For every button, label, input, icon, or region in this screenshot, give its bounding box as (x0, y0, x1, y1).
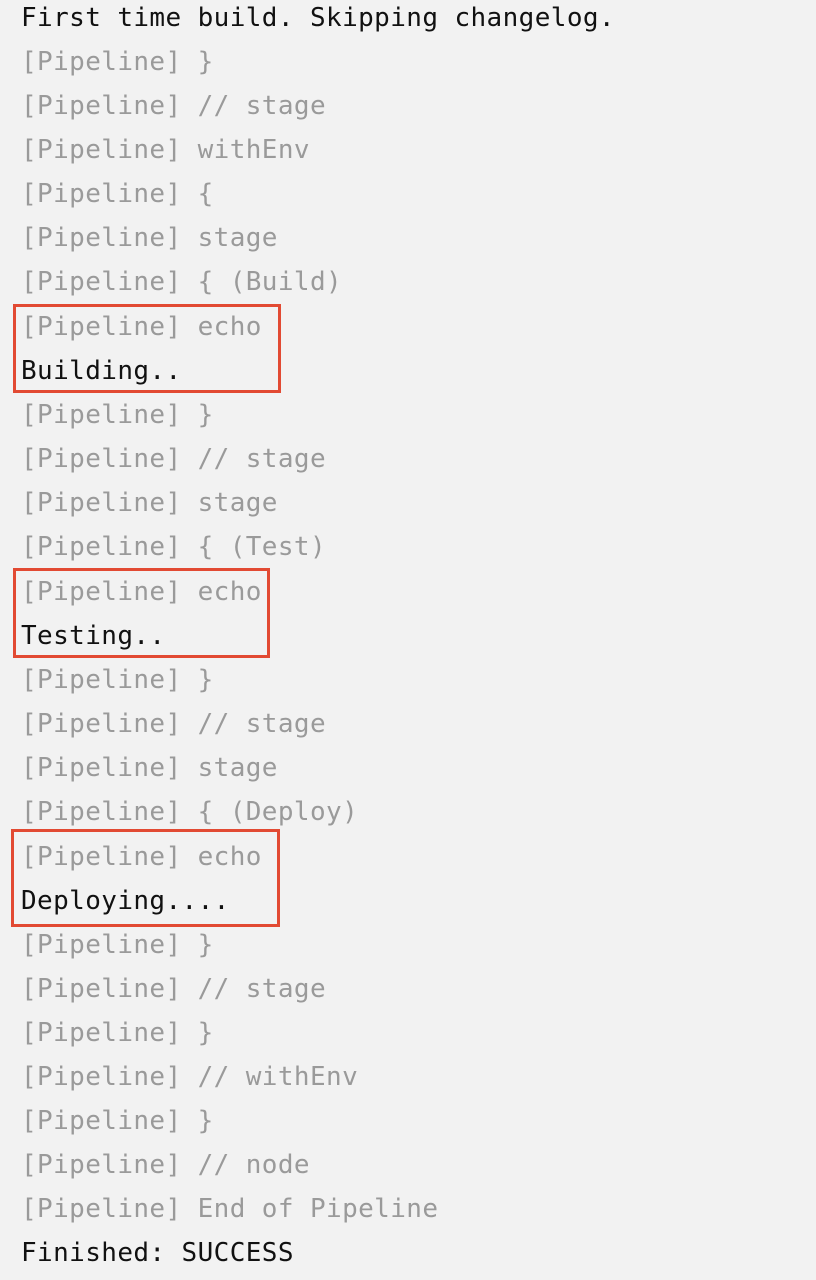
log-line-pipeline-stage-comment: [Pipeline] // stage (21, 974, 327, 1004)
log-line-deploy-echo: [Pipeline] echo (21, 842, 262, 872)
log-line-stage-build: [Pipeline] { (Build) (21, 267, 343, 297)
log-line-stage-deploy: [Pipeline] { (Deploy) (21, 797, 359, 827)
log-line-build-echo: [Pipeline] echo (21, 312, 262, 342)
log-line-stage-test: [Pipeline] { (Test) (21, 532, 327, 562)
log-line-pipeline-node-comment: [Pipeline] // node (21, 1150, 310, 1180)
log-line-pipeline-stage-comment: [Pipeline] // stage (21, 444, 327, 474)
log-line-pipeline-stage-comment: [Pipeline] // stage (21, 91, 327, 121)
log-line-pipeline-close: [Pipeline] } (21, 665, 214, 695)
log-line-pipeline-close: [Pipeline] } (21, 47, 214, 77)
log-line-pipeline-withenv: [Pipeline] withEnv (21, 135, 310, 165)
log-line-pipeline-withenv-comment: [Pipeline] // withEnv (21, 1062, 359, 1092)
log-line-pipeline-open: [Pipeline] { (21, 179, 214, 209)
log-line-test-echo: [Pipeline] echo (21, 577, 262, 607)
log-line-first-time-build: First time build. Skipping changelog. (21, 3, 615, 33)
log-line-pipeline-stage: [Pipeline] stage (21, 753, 278, 783)
log-line-end-of-pipeline: [Pipeline] End of Pipeline (21, 1194, 439, 1224)
log-line-pipeline-close: [Pipeline] } (21, 400, 214, 430)
log-line-finished-success: Finished: SUCCESS (21, 1238, 294, 1268)
log-line-building: Building.. (21, 356, 182, 386)
log-line-deploying: Deploying.... (21, 886, 230, 916)
log-line-pipeline-close: [Pipeline] } (21, 1106, 214, 1136)
log-line-pipeline-stage: [Pipeline] stage (21, 223, 278, 253)
log-line-pipeline-stage: [Pipeline] stage (21, 488, 278, 518)
log-line-testing: Testing.. (21, 621, 166, 651)
log-line-pipeline-close: [Pipeline] } (21, 1018, 214, 1048)
log-line-pipeline-close: [Pipeline] } (21, 930, 214, 960)
log-line-pipeline-stage-comment: [Pipeline] // stage (21, 709, 327, 739)
